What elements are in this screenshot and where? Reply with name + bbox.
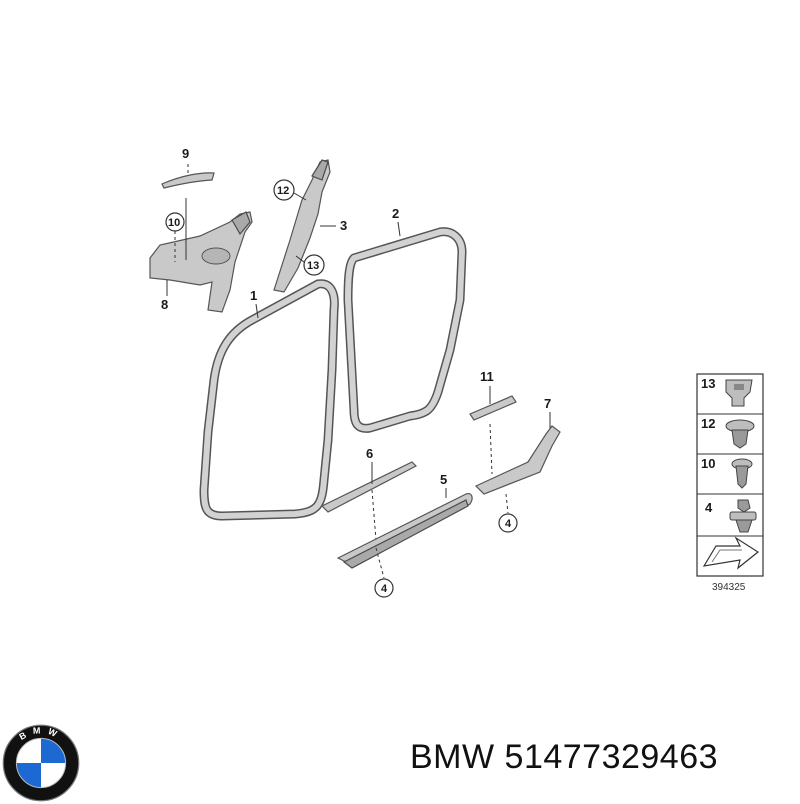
- callout-11: 11: [480, 369, 494, 384]
- callout-1: 1: [250, 288, 257, 303]
- callout-13: 13: [307, 260, 319, 272]
- callout-13-circle: [303, 254, 325, 276]
- callout-4-circle-a: [374, 578, 394, 598]
- part-7-rear-sill-trim: [474, 425, 561, 495]
- brand-part-caption: BMW 51477329463: [410, 738, 719, 776]
- part-6-sill-strip: [320, 461, 418, 513]
- fastener-legend: 13 12 10 4: [696, 373, 764, 577]
- clip-12-icon: [725, 419, 755, 449]
- callout-6: 6: [366, 446, 373, 461]
- callout-4a: 4: [381, 583, 388, 595]
- callout-4b: 4: [505, 518, 512, 530]
- legend-item-4: 4: [705, 500, 713, 515]
- legend-item-13: 13: [701, 376, 715, 391]
- callout-9: 9: [182, 146, 189, 161]
- diagram-ref-number: 394325: [712, 582, 746, 593]
- callout-2: 2: [392, 206, 399, 221]
- callout-12: 12: [277, 185, 289, 197]
- direction-arrow-icon: [702, 536, 760, 570]
- legend-item-12: 12: [701, 416, 715, 431]
- callout-10: 10: [168, 217, 180, 229]
- callout-4-circle-b: [498, 513, 518, 533]
- callout-8: 8: [161, 297, 168, 312]
- callout-3: 3: [340, 218, 347, 233]
- callout-7: 7: [544, 396, 551, 411]
- part-1-front-door-seal: [199, 279, 339, 521]
- callout-5: 5: [440, 472, 447, 487]
- part-9-trim-strip: [161, 172, 215, 189]
- part-3-pillar-trim: [273, 159, 331, 293]
- part-2-rear-door-seal: [343, 227, 467, 433]
- part-8-pillar-trim: [149, 211, 253, 313]
- clip-13-icon: [725, 379, 753, 407]
- screw-10-icon: [731, 458, 753, 489]
- part-11-trim: [469, 395, 517, 421]
- clip-4-icon: [729, 499, 757, 533]
- bmw-logo-icon: BMW: [2, 724, 80, 802]
- callout-12-circle: [273, 179, 295, 201]
- legend-item-10: 10: [701, 456, 715, 471]
